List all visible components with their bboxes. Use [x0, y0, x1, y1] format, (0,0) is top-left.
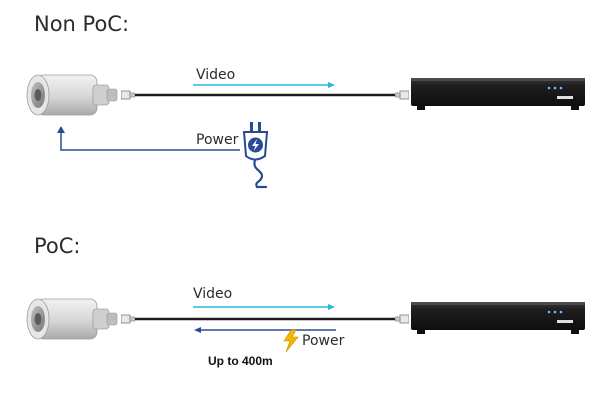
camera-icon — [26, 74, 118, 116]
non-poc-power-label: Power — [196, 132, 239, 148]
cable-connector — [121, 314, 135, 324]
non-poc-section — [26, 74, 585, 189]
non-poc-title: Non PoC: — [34, 12, 130, 36]
distance-label: Up to 400m — [208, 354, 273, 368]
video-arrow — [193, 82, 335, 88]
poc-section — [26, 298, 585, 353]
nvr-icon — [411, 78, 585, 110]
power-arrow — [194, 327, 336, 333]
cable-connector — [121, 90, 135, 100]
non-poc-video-label: Video — [196, 67, 236, 83]
nvr-icon — [411, 302, 585, 334]
cable-connector — [395, 314, 409, 324]
cable-connector — [395, 90, 409, 100]
power-adapter-icon — [242, 122, 269, 189]
poc-video-label: Video — [193, 286, 233, 302]
poc-title: PoC: — [34, 234, 81, 258]
poc-power-label: Power — [302, 333, 345, 349]
power-arrow — [57, 126, 240, 151]
camera-icon — [26, 298, 118, 340]
lightning-bolt-icon — [283, 329, 299, 353]
video-arrow — [193, 304, 335, 310]
